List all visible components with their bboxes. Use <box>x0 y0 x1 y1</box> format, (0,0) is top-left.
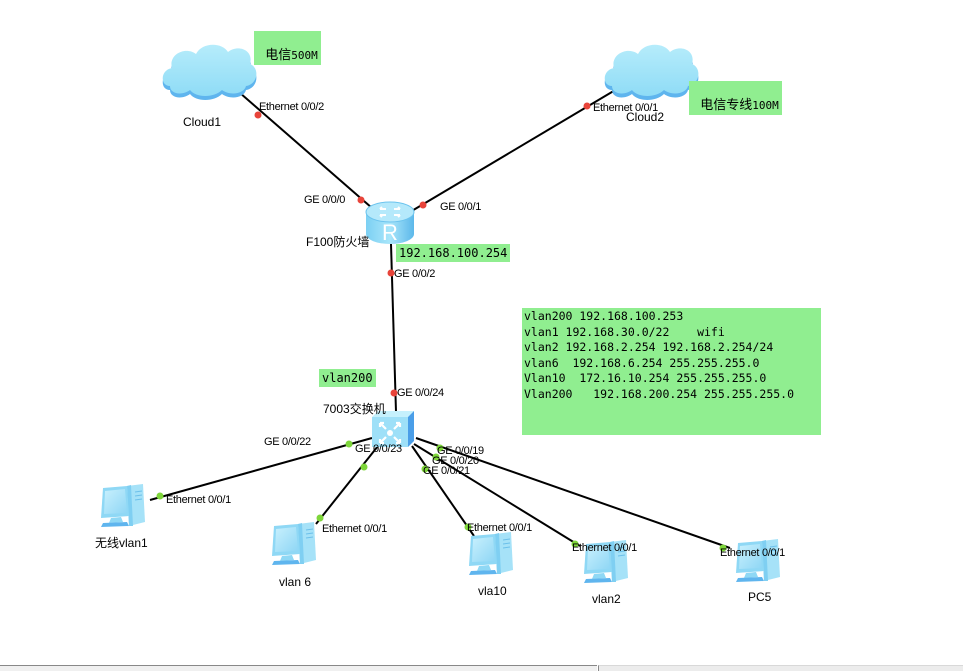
port-label-sw-ge19: GE 0/0/19 <box>437 445 484 457</box>
link-switch-pc-vla10[interactable] <box>411 445 475 537</box>
pc5-icon[interactable] <box>736 539 780 582</box>
port-dot-cloud1[interactable] <box>254 111 262 119</box>
switch-icon[interactable] <box>372 411 414 447</box>
port-label-fw-ge1: GE 0/0/1 <box>440 201 482 213</box>
info-line: vlan1 192.168.30.0/22 wifi <box>524 324 725 339</box>
cloud2-bandwidth: 100M <box>752 99 779 112</box>
port-label-sw-ge24: GE 0/0/24 <box>397 387 444 399</box>
pc5-label: PC5 <box>748 590 772 604</box>
port-dot-sw-ge20[interactable] <box>432 453 440 461</box>
link-cloud1-firewall[interactable] <box>231 85 373 209</box>
cloud2-isp-label: 电信专线 <box>700 98 753 113</box>
pc-vlan6-icon[interactable] <box>272 522 316 565</box>
pc-vla10-icon[interactable] <box>469 532 513 575</box>
port-dot-cloud2[interactable] <box>583 102 591 110</box>
router-glyph: R <box>382 220 398 245</box>
link-switch-pc-vlan6[interactable] <box>315 445 379 525</box>
pc-vlan2-label: vlan2 <box>592 592 621 606</box>
port-label-cloud1-eth: Ethernet 0/0/2 <box>259 101 324 113</box>
port-dot-pc5[interactable] <box>719 544 727 552</box>
info-line: vlan6 192.168.6.254 255.255.255.0 <box>524 355 760 370</box>
cloud1-bandwidth: 500M <box>291 49 318 62</box>
cloud1-icon[interactable] <box>162 44 257 100</box>
port-dot-sw-ge24[interactable] <box>390 389 398 397</box>
pc-wifi-label: 无线vlan1 <box>95 536 148 550</box>
firewall-label: F100防火墙 <box>306 235 370 249</box>
cloud2-bandwidth-note: 电信专线100M <box>689 81 782 115</box>
port-label-sw-ge23: GE 0/0/23 <box>355 443 402 455</box>
cloud1-isp-label: 电信 <box>265 48 292 63</box>
link-switch-pc-wifi[interactable] <box>149 437 373 501</box>
port-dot-fw-ge1[interactable] <box>419 201 427 209</box>
port-dot-pc-vlan2[interactable] <box>571 540 579 548</box>
port-dot-pc-vla10[interactable] <box>464 523 472 531</box>
switch-label: 7003交换机 <box>323 402 386 416</box>
status-bar-right <box>598 665 963 671</box>
port-dots <box>156 102 727 552</box>
cloud2-label: Cloud2 <box>626 110 665 124</box>
info-line: vlan200 192.168.100.253 <box>524 309 684 323</box>
pc-wifi-icon[interactable] <box>101 484 145 527</box>
switch-vlan-note: vlan200 <box>319 369 376 387</box>
vlan-info-box: vlan200 192.168.100.253 vlan1 192.168.30… <box>522 308 821 435</box>
pc-vlan6-label: vlan 6 <box>279 575 312 589</box>
pc-icons <box>101 484 780 583</box>
port-dot-sw-ge19[interactable] <box>436 444 444 452</box>
port-dot-pc-wifi[interactable] <box>156 492 164 500</box>
cloud1-label: Cloud1 <box>183 115 222 129</box>
port-dot-pc-vlan6[interactable] <box>316 514 324 522</box>
port-dot-fw-ge0[interactable] <box>357 196 365 204</box>
pc-vla10-label: vla10 <box>478 584 507 598</box>
port-label-pc-wifi-eth: Ethernet 0/0/1 <box>166 494 231 506</box>
port-label-sw-ge22: GE 0/0/22 <box>264 436 311 448</box>
info-line: Vlan10 172.16.10.254 255.255.255.0 <box>524 371 767 385</box>
port-label-pc-vlan2-eth: Ethernet 0/0/1 <box>572 542 637 554</box>
cloud2-icon[interactable] <box>604 44 699 100</box>
port-label-cloud2-eth: Ethernet 0/0/1 <box>593 102 658 114</box>
port-label-sw-ge20: GE 0/0/20 <box>432 455 479 467</box>
port-label-fw-ge2: GE 0/0/2 <box>394 268 436 280</box>
port-dot-sw-ge21[interactable] <box>421 465 429 473</box>
router-icon[interactable]: R <box>365 201 415 245</box>
link-switch-pc5[interactable] <box>415 437 731 549</box>
firewall-ip-note: 192.168.100.254 <box>396 244 511 262</box>
info-line: Vlan200 192.168.200.254 255.255.255.0 <box>524 386 795 401</box>
info-line: vlan2 192.168.2.254 192.168.2.254/24 <box>524 340 774 354</box>
port-dot-sw-ge23[interactable] <box>360 463 368 471</box>
port-dot-fw-ge2[interactable] <box>387 269 395 277</box>
pc-vlan2-icon[interactable] <box>584 540 628 583</box>
port-label-fw-ge0: GE 0/0/0 <box>304 194 346 206</box>
status-bar-left <box>0 665 597 671</box>
port-label-pc-vla10-eth: Ethernet 0/0/1 <box>467 522 532 534</box>
port-label-pc5-eth: Ethernet 0/0/1 <box>720 547 785 559</box>
port-label-sw-ge21: GE 0/0/21 <box>423 465 470 477</box>
cloud1-bandwidth-note: 电信500M <box>254 31 321 65</box>
port-label-pc-vlan6-eth: Ethernet 0/0/1 <box>322 523 387 535</box>
link-switch-pc-vlan2[interactable] <box>413 443 581 547</box>
port-dot-sw-ge22[interactable] <box>345 440 353 448</box>
